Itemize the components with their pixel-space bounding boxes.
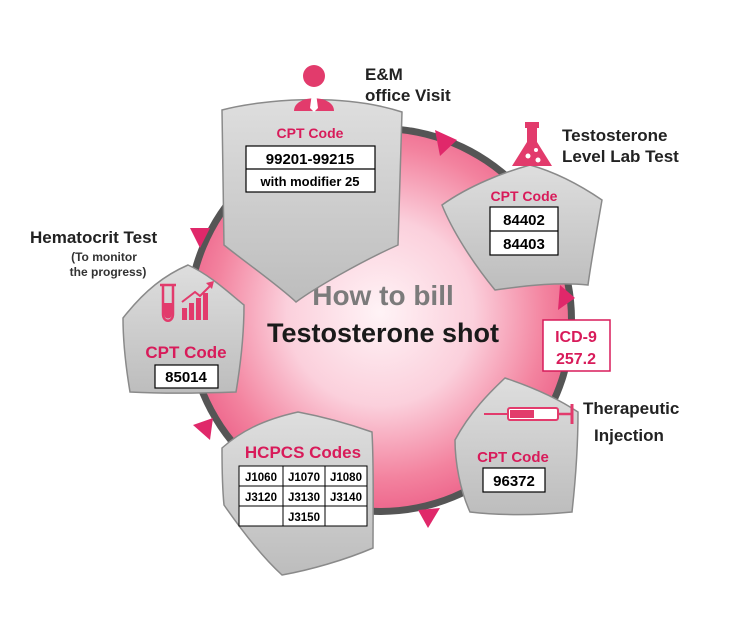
lab-title-line1: Testosterone <box>562 126 668 145</box>
hematocrit-code-label: CPT Code <box>145 343 226 362</box>
flask-icon <box>512 122 552 166</box>
em-title-line2: office Visit <box>365 86 451 105</box>
lab-title-line2: Level Lab Test <box>562 147 679 166</box>
hematocrit-code-box <box>154 364 219 389</box>
arrow-marker <box>190 228 210 248</box>
hcpcs-code-table: J1060 J1070 J1080 J3120 J3130 J3140 J315… <box>238 465 368 527</box>
arrow-marker <box>558 285 575 310</box>
hematocrit-note-line1: (To monitor <box>71 250 137 264</box>
hematocrit-title: Hematocrit Test <box>30 228 158 247</box>
syringe-icon <box>484 404 574 424</box>
hematocrit-note-line2: the progress) <box>70 265 147 279</box>
injection-code: 96372 <box>493 473 535 490</box>
hcpcs-cell: J1080 <box>330 472 362 484</box>
hcpcs-cell: J3130 <box>288 492 320 504</box>
hcpcs-cell: J3120 <box>245 492 277 504</box>
lab-code-2: 84403 <box>503 236 545 253</box>
icd-code: 257.2 <box>556 351 596 368</box>
em-title-line1: E&M <box>365 65 403 84</box>
icd-label: ICD-9 <box>555 329 597 346</box>
em-code-label: CPT Code <box>277 125 344 141</box>
lab-code-label: CPT Code <box>491 188 558 204</box>
hcpcs-cell: J3140 <box>330 492 362 504</box>
hcpcs-code-label: HCPCS Codes <box>245 443 361 462</box>
lab-code-1: 84402 <box>503 212 545 229</box>
injection-title-line1: Therapeutic <box>583 399 679 418</box>
injection-code-box <box>482 467 546 493</box>
hematocrit-code: 85014 <box>165 369 207 386</box>
arrow-marker <box>435 130 457 156</box>
arrow-marker <box>418 508 440 528</box>
arrow-marker <box>193 418 213 440</box>
hcpcs-cell: J1070 <box>288 472 320 484</box>
icd-box <box>542 319 611 372</box>
em-code-modifier: with modifier 25 <box>260 174 360 189</box>
person-icon <box>294 65 334 112</box>
center-title-line2: Testosterone shot <box>267 318 499 348</box>
injection-code-label: CPT Code <box>477 449 549 466</box>
hematocrit-panel <box>122 264 245 394</box>
center-title-line1: How to bill <box>312 280 454 311</box>
hcpcs-cell: J3150 <box>288 512 320 524</box>
hcpcs-cell: J1060 <box>245 472 277 484</box>
injection-title-line2: Injection <box>594 426 664 445</box>
test-tube-chart-icon <box>160 281 214 322</box>
em-code-range: 99201-99215 <box>266 151 354 168</box>
